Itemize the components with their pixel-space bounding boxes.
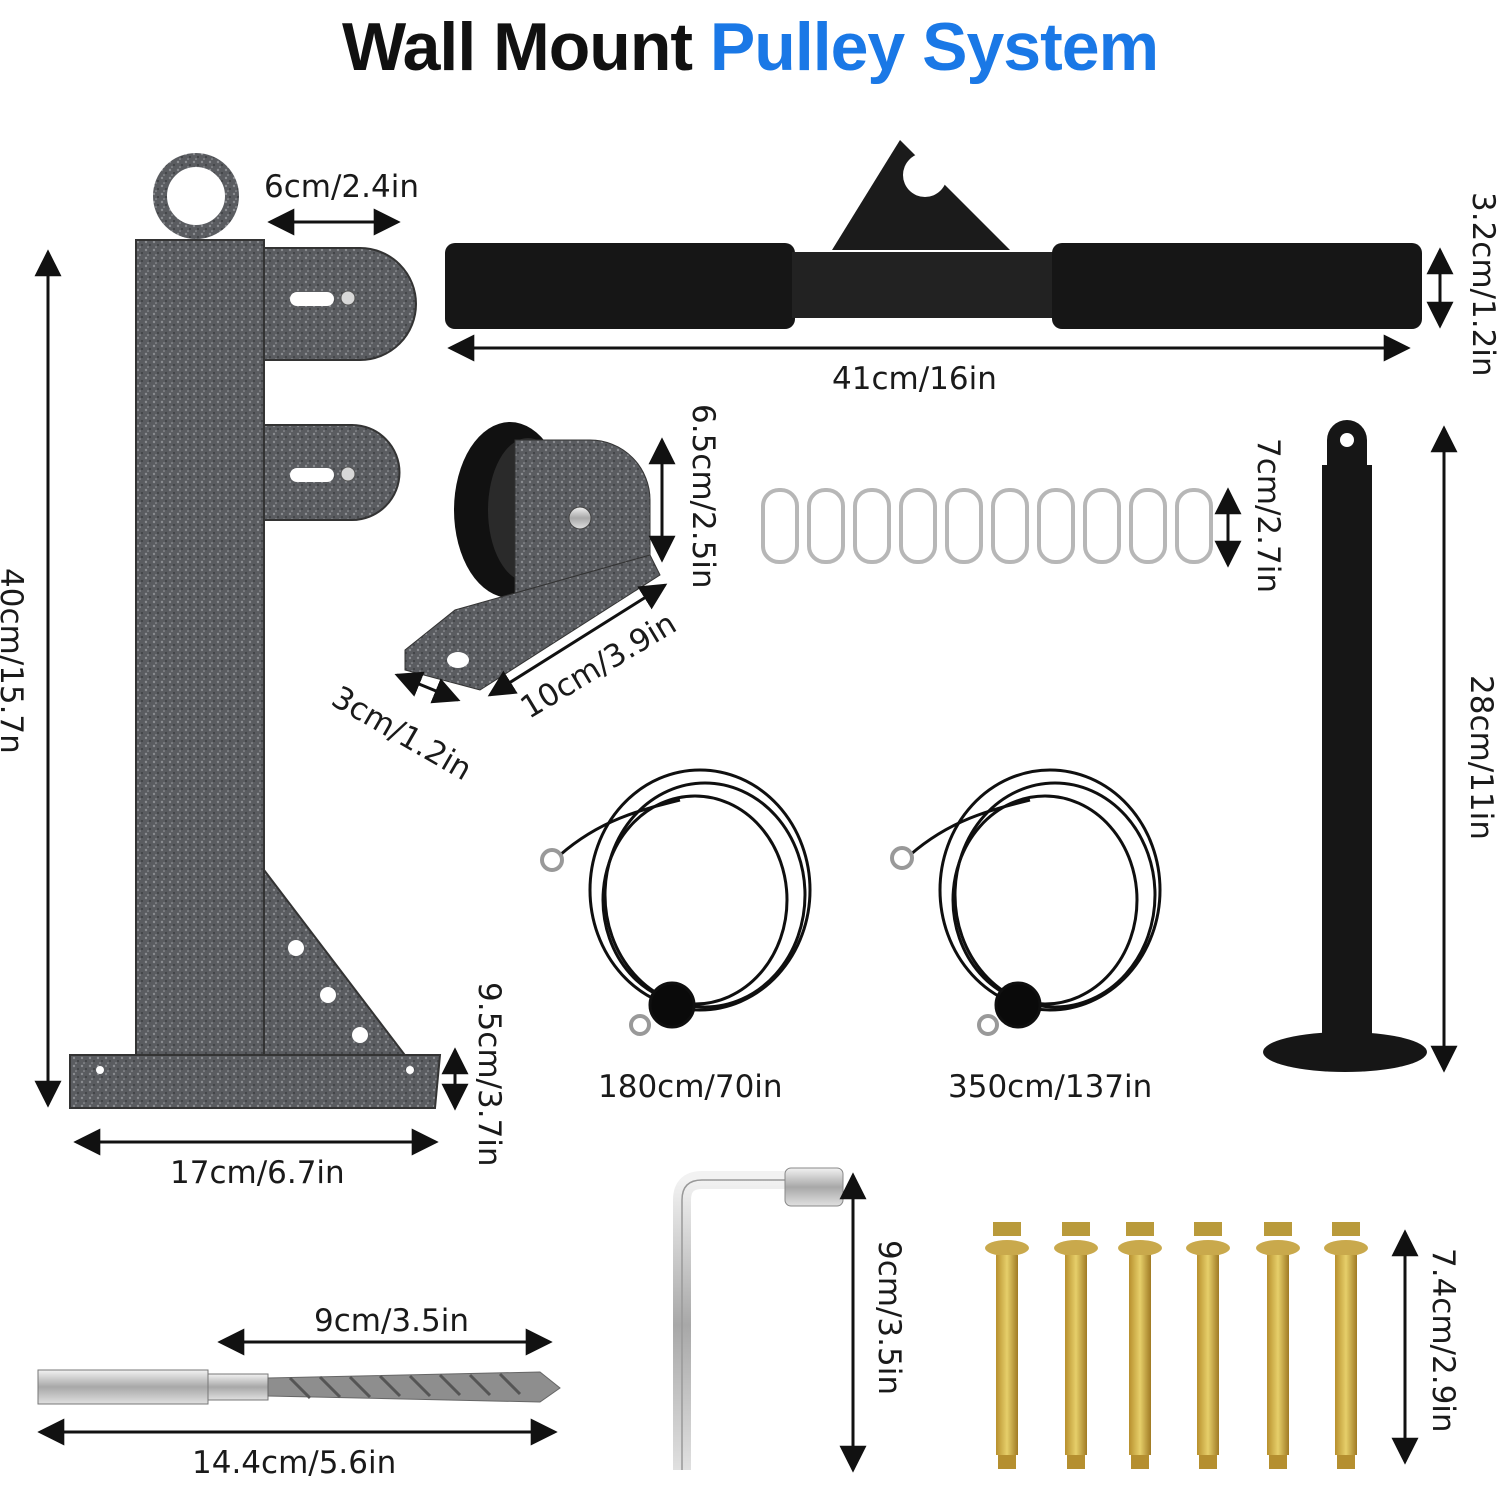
title-part-2: Pulley System	[709, 9, 1159, 85]
steel-cable-icon	[540, 768, 812, 1036]
carabiner-length-label: 7cm/2.7in	[1250, 438, 1286, 593]
wrench-length-label: 9cm/3.5in	[871, 1240, 907, 1395]
carabiner-icon	[761, 488, 1213, 564]
cable-short-label: 180cm/70in	[598, 1069, 783, 1105]
drill-bit-head-label: 9cm/3.5in	[314, 1303, 469, 1339]
dimension-arrows	[34, 208, 1458, 1473]
title-part-1: Wall Mount	[341, 9, 693, 85]
bracket-base-height-label: 9.5cm/3.7in	[471, 982, 507, 1167]
wall-bracket-icon	[69, 153, 442, 1109]
expansion-bolt-icon	[985, 1222, 1368, 1469]
bracket-base-width-label: 17cm/6.7in	[170, 1155, 345, 1191]
drill-bit-total-label: 14.4cm/5.6in	[192, 1445, 397, 1481]
bar-length-label: 41cm/16in	[832, 361, 997, 397]
bolt-length-label: 7.4cm/2.9in	[1425, 1248, 1461, 1433]
cable-long-label: 350cm/137in	[948, 1069, 1153, 1105]
bracket-height-label: 40cm/15.7n	[0, 568, 29, 754]
steel-cable-icon	[890, 768, 1162, 1036]
drill-bit-icon	[37, 1369, 561, 1405]
page-title: Wall Mount Pulley System	[0, 8, 1500, 86]
lat-bar-icon	[445, 140, 1422, 329]
loading-pin-icon	[1263, 420, 1427, 1072]
loading-pin-height-label: 28cm/11in	[1463, 675, 1499, 840]
bar-diameter-label: 3.2cm/1.2in	[1465, 192, 1500, 377]
socket-wrench-icon	[673, 1167, 844, 1470]
bracket-plate-width-label: 6cm/2.4in	[264, 169, 419, 205]
pulley-height-label: 6.5cm/2.5in	[685, 404, 721, 589]
